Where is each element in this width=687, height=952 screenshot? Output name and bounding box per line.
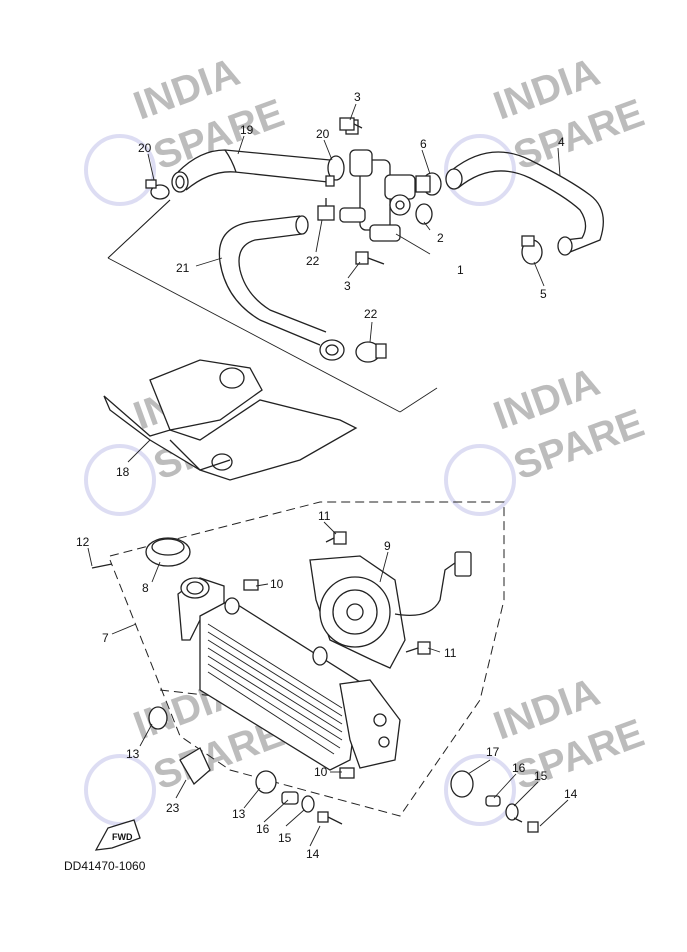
bracket-23 (179, 747, 211, 786)
hose-fitting-6 (415, 172, 442, 196)
bolt-14 (513, 817, 539, 833)
radiator-cap-8 (145, 537, 191, 567)
callout-10: 10 (270, 577, 284, 591)
watermark-logo: INDIA SPARE (444, 50, 650, 206)
grommet-13 (148, 706, 277, 794)
o-ring-2 (415, 203, 433, 225)
washer-15 (301, 795, 315, 813)
bolt-14 (317, 811, 343, 825)
callout-16: 16 (512, 761, 526, 775)
watermark-logo: INDIA SPARE (444, 670, 650, 826)
callout-20: 20 (316, 127, 330, 141)
washer-15 (505, 803, 519, 821)
callout-5: 5 (540, 287, 547, 301)
collar-16 (281, 791, 299, 805)
hose-clamp-20 (325, 155, 345, 187)
callout-20: 20 (138, 141, 152, 155)
callout-15: 15 (278, 831, 292, 845)
callout-6: 6 (420, 137, 427, 151)
callout-12: 12 (76, 535, 90, 549)
radiator-hose-21 (218, 215, 345, 361)
nut-10 (243, 579, 259, 591)
callout-4: 4 (558, 135, 565, 149)
radiator-assembly-boundary (109, 501, 505, 817)
callout-11: 11 (444, 646, 457, 660)
callout-8: 8 (142, 581, 149, 595)
callout-3: 3 (354, 90, 361, 104)
radiator-7 (177, 577, 401, 771)
callouts: 1 2 3 3 4 5 6 7 8 9 10 10 11 11 12 13 13… (76, 90, 578, 861)
callout-1: 1 (457, 263, 464, 277)
bolt-3 (355, 251, 385, 265)
fwd-label: FWD (112, 832, 133, 842)
callout-21: 21 (176, 261, 190, 275)
bolt-11 (325, 531, 347, 545)
callout-22: 22 (364, 307, 378, 321)
grommet-17 (450, 770, 474, 798)
callout-13: 13 (232, 807, 246, 821)
screw-12 (91, 563, 113, 569)
hose-clamp-20 (145, 179, 170, 200)
callout-11: 11 (318, 509, 331, 523)
boundary-line (107, 257, 401, 413)
callout-16: 16 (256, 822, 270, 836)
callout-2: 2 (437, 231, 444, 245)
diagram-code: DD41470-1060 (64, 859, 146, 873)
callout-7: 7 (102, 631, 109, 645)
collar-16 (485, 795, 501, 807)
thermostat-housing (339, 119, 416, 242)
bolt-3 (339, 117, 363, 131)
boundary-line (107, 199, 171, 259)
callout-19: 19 (240, 123, 254, 137)
bolt-11 (405, 641, 431, 655)
boundary-line (399, 387, 438, 413)
hose-clip-22 (317, 198, 335, 221)
callout-23: 23 (166, 801, 180, 815)
callout-17: 17 (486, 745, 500, 759)
callout-22: 22 (306, 254, 320, 268)
fwd-arrow: FWD (94, 819, 141, 851)
callout-3: 3 (344, 279, 351, 293)
cooling-fan-9 (309, 551, 472, 669)
callout-14: 14 (306, 847, 320, 861)
callout-9: 9 (384, 539, 391, 553)
callout-13: 13 (126, 747, 140, 761)
hose-clamp-5 (521, 235, 543, 265)
watermark-logo: INDIA SPARE (444, 360, 650, 516)
radiator-hose-4 (445, 151, 604, 256)
leader-lines (87, 103, 569, 847)
hose-clamp-22 (355, 341, 387, 363)
callout-15: 15 (534, 769, 548, 783)
callout-14: 14 (564, 787, 578, 801)
callout-10: 10 (314, 765, 328, 779)
nut-10 (339, 767, 355, 779)
radiator-hose-19 (171, 149, 331, 193)
callout-18: 18 (116, 465, 130, 479)
